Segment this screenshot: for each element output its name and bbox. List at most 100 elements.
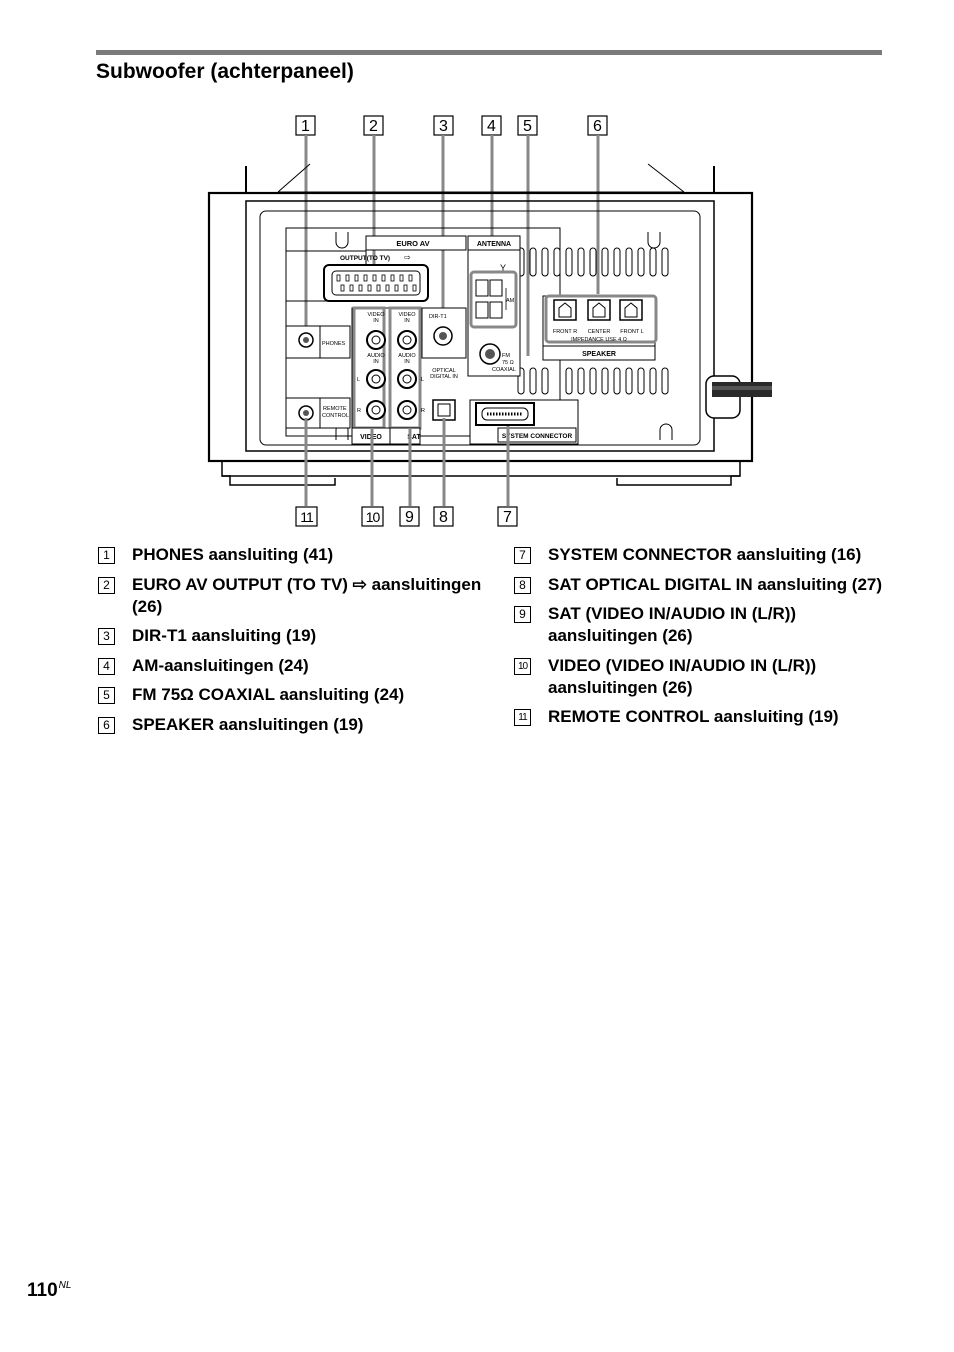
legend-item: 3 DIR-T1 aansluiting (19) [96,625,486,647]
svg-text:VIDEO: VIDEO [367,312,385,318]
callout-bottom-10: 10 [361,506,384,527]
svg-text:DIGITAL IN: DIGITAL IN [430,374,458,380]
legend-text: EURO AV OUTPUT (TO TV) ⇨ aansluitingen (… [132,574,482,616]
callout-top-3: 3 [433,115,454,136]
callout-bottom-7: 7 [497,506,518,527]
svg-text:CONTROL: CONTROL [322,413,349,419]
svg-text:1: 1 [301,118,310,135]
svg-text:4: 4 [487,118,496,135]
legend-number: 9 [514,606,531,623]
svg-text:AM: AM [506,298,515,304]
svg-text:IMPEDANCE USE 4 Ω: IMPEDANCE USE 4 Ω [571,337,627,343]
legend-number: 6 [98,716,115,734]
optical-jack-block: OPTICAL DIGITAL IN [430,368,458,421]
svg-text:VIDEO: VIDEO [398,312,416,318]
svg-text:COAXIAL: COAXIAL [492,367,516,373]
legend-text: VIDEO (VIDEO IN/AUDIO IN (L/R)) aansluit… [548,655,817,697]
legend-text: AM-aansluitingen (24) [132,655,309,675]
legend-item: 11 REMOTE CONTROL aansluiting (19) [512,706,892,728]
svg-text:IN: IN [404,318,410,324]
svg-text:SPEAKER: SPEAKER [582,351,616,358]
euro-av-block: EURO AV OUTPUT(TO TV) ⇨ [323,235,467,302]
vent-slots [517,247,669,395]
svg-text:6: 6 [593,118,602,135]
legend-number: 1 [98,547,115,564]
callout-bottom-9: 9 [399,506,420,527]
svg-text:75 Ω: 75 Ω [502,360,514,366]
svg-text:L: L [421,377,424,383]
chassis [207,163,754,486]
svg-text:R: R [357,408,361,414]
svg-text:OUTPUT(TO TV): OUTPUT(TO TV) [340,255,390,262]
svg-text:OPTICAL: OPTICAL [432,368,456,374]
legend-number: 7 [514,547,531,564]
legend-number: 4 [98,657,115,675]
svg-text:5: 5 [523,118,532,135]
legend-text: DIR-T1 aansluiting (19) [132,626,317,645]
svg-text:IN: IN [373,359,379,365]
svg-text:SAT: SAT [407,434,421,441]
phones-jack-block: PHONES [285,325,351,359]
svg-text:11: 11 [300,509,314,525]
svg-text:DIR-T1: DIR-T1 [429,314,447,320]
antenna-block: ANTENNA Y AM FM 75 Ω COAXIAL [467,235,521,377]
legend-item: 10 VIDEO (VIDEO IN/AUDIO IN (L/R)) aanslu… [512,655,892,699]
legend-text: REMOTE CONTROL aansluiting (19) [548,707,839,726]
leader-lines-bottom [304,418,510,506]
svg-text:PHONES: PHONES [322,341,346,347]
svg-text:CENTER: CENTER [588,329,611,335]
video-sat-jacks: VIDEO IN VIDEO IN AUDIO IN AUDIO IN L L … [351,306,425,445]
legend-number: 2 [98,576,115,594]
callout-top-5: 5 [517,115,538,136]
legend-text: SAT OPTICAL DIGITAL IN aansluiting (27) [548,574,883,594]
svg-text:SYSTEM CONNECTOR: SYSTEM CONNECTOR [502,433,573,440]
legend-text: SAT (VIDEO IN/AUDIO IN (L/R)) aansluitin… [548,604,797,645]
power-cable [705,375,772,419]
svg-text:L: L [357,377,360,383]
page-language-suffix: NL [58,1280,72,1291]
svg-text:FRONT R: FRONT R [553,329,577,335]
legend-item: 6 SPEAKER aansluitingen (19) [96,714,486,736]
legend-number: 5 [98,687,115,704]
top-rule [96,50,882,55]
svg-text:10: 10 [366,509,381,525]
legend-text: PHONES aansluiting (41) [132,545,334,564]
callout-top-6: 6 [587,115,608,136]
svg-text:AUDIO: AUDIO [367,353,385,359]
legend-item: 5 FM 75Ω COAXIAL aansluiting (24) [96,684,486,706]
dir-t1-jack-block: DIR-T1 [421,307,467,359]
page-number-value: 110 [27,1280,58,1301]
legend-text: SYSTEM CONNECTOR aansluiting (16) [548,545,862,564]
legend-number: 3 [98,628,115,645]
svg-text:ANTENNA: ANTENNA [477,241,511,248]
rear-panel-figure: 1 2 3 4 5 6 [200,108,780,538]
callout-top-1: 1 [295,115,316,136]
callout-top-2: 2 [363,115,384,136]
page-number: 110NL [27,1280,71,1302]
svg-text:IN: IN [404,359,410,365]
legend-number: 11 [514,709,531,726]
svg-text:EURO AV: EURO AV [396,239,429,248]
svg-text:2: 2 [369,118,378,135]
svg-text:REMOTE: REMOTE [323,406,347,412]
callout-top-4: 4 [481,115,502,136]
section-heading: Subwoofer (achterpaneel) [96,60,354,83]
svg-text:⇨: ⇨ [404,253,411,262]
legend-number: 8 [514,576,531,594]
legend-left-column: 1 PHONES aansluiting (41) 2 EURO AV OUTPUT… [96,544,486,743]
svg-text:Y: Y [500,263,506,273]
callout-bottom-11: 11 [295,506,318,527]
legend-text: SPEAKER aansluitingen (19) [132,714,364,734]
svg-text:3: 3 [439,118,448,135]
speaker-terminals-block: FRONT R CENTER FRONT L IMPEDANCE USE 4 Ω… [542,294,658,361]
callout-bottom-8: 8 [433,506,454,527]
system-connector-block: SYSTEM CONNECTOR [469,399,579,445]
legend-text: FM 75Ω COAXIAL aansluiting (24) [132,685,405,704]
legend-number: 10 [514,657,531,675]
svg-text:FM: FM [502,353,510,359]
legend-item: 1 PHONES aansluiting (41) [96,544,486,566]
legend-item: 8 SAT OPTICAL DIGITAL IN aansluiting (27) [512,574,892,596]
svg-text:7: 7 [503,509,512,526]
svg-text:9: 9 [405,509,414,526]
